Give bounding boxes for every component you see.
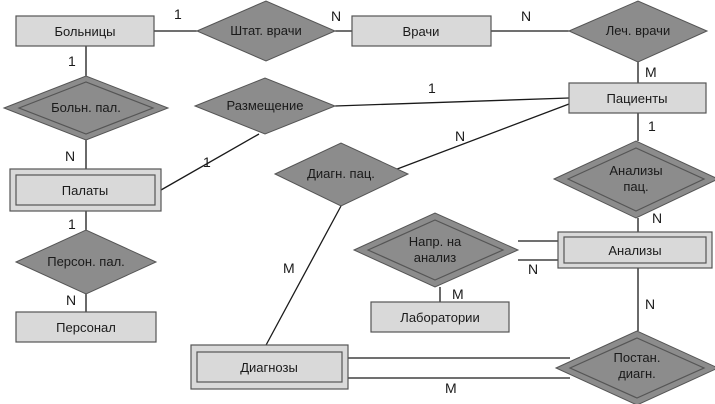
relationship-treating-doctors-label: Леч. врачи — [606, 23, 670, 38]
entity-hospitals-label: Больницы — [54, 24, 115, 39]
edge-patients-patdiag — [383, 103, 570, 175]
entity-patients: Пациенты — [568, 82, 707, 114]
relationship-analysis-referral-line1: Напр. на — [409, 234, 462, 249]
card-ref-anal: N — [528, 261, 538, 277]
entity-laboratories-label: Лаборатории — [400, 310, 479, 325]
entity-laboratories: Лаборатории — [370, 301, 510, 333]
entity-staff: Персонал — [15, 311, 157, 343]
relationship-treating-doctors: Леч. врачи — [567, 0, 709, 63]
relationship-placement-label: Размещение — [227, 98, 304, 113]
relationship-placement: Размещение — [193, 77, 337, 135]
card-diag-diagnoses: M — [283, 260, 295, 276]
entity-hospitals: Больницы — [15, 15, 155, 47]
card-treat-pat: M — [645, 64, 657, 80]
card-diag-pat: N — [455, 128, 465, 144]
relationship-diagnosis-setting-line2: диагн. — [618, 366, 656, 381]
entity-doctors-label: Врачи — [403, 24, 440, 39]
entity-diagnoses: Диагнозы — [190, 344, 349, 390]
relationship-patient-analyses: Анализы пац. — [552, 140, 715, 219]
edge-patdiag-diagnoses — [264, 205, 342, 348]
card-hosp-staffdoc: 1 — [174, 6, 182, 22]
entity-patients-label: Пациенты — [607, 91, 668, 106]
relationship-hospital-wards-label: Больн. пал. — [51, 100, 121, 115]
card-pers-staff: N — [66, 292, 76, 308]
relationship-staff-doctors: Штат. врачи — [195, 0, 337, 62]
card-place-pat: 1 — [428, 80, 436, 96]
relationship-patient-analyses-line1: Анализы — [609, 163, 662, 178]
relationship-patient-analyses-line2: пац. — [623, 179, 648, 194]
card-panal-anal: N — [652, 210, 662, 226]
card-pat-panal: 1 — [648, 118, 656, 134]
edge-placement-wards — [160, 133, 260, 191]
entity-analyses: Анализы — [557, 231, 713, 269]
relationship-analysis-referral-line2: анализ — [414, 250, 456, 265]
entity-analyses-label: Анализы — [608, 243, 661, 258]
relationship-patient-diagnosis-label: Диагн. пац. — [307, 166, 375, 181]
card-post-diagnoses: M — [445, 380, 457, 396]
relationship-hospital-wards: Больн. пал. — [2, 75, 170, 141]
card-place-wards: 1 — [203, 154, 211, 170]
card-ref-lab: M — [452, 286, 464, 302]
card-doc-treat: N — [521, 8, 531, 24]
relationship-diagnosis-setting: Постан. диагн. — [554, 330, 715, 404]
connections — [85, 30, 639, 379]
card-anal-post: N — [645, 296, 655, 312]
relationship-analysis-referral: Напр. на анализ — [352, 212, 520, 288]
relationship-staff-doctors-label: Штат. врачи — [230, 23, 302, 38]
cardinality-labels: 1 N N M 1 N 1 1 N M 1 N N M 1 N N M — [65, 6, 662, 396]
relationship-ward-staff: Персон. пал. — [14, 229, 158, 295]
card-hosp-hwards: 1 — [68, 53, 76, 69]
card-hwards-wards: N — [65, 148, 75, 164]
card-wards-pers: 1 — [68, 216, 76, 232]
entity-doctors: Врачи — [351, 15, 492, 47]
relationship-patient-diagnosis: Диагн. пац. — [273, 142, 410, 207]
entity-wards: Палаты — [9, 168, 162, 212]
entity-staff-label: Персонал — [56, 320, 116, 335]
entity-wards-label: Палаты — [62, 183, 108, 198]
edge-placement-patients — [334, 97, 570, 107]
relationship-diagnosis-setting-line1: Постан. — [614, 350, 661, 365]
entity-diagnoses-label: Диагнозы — [240, 360, 298, 375]
relationship-ward-staff-label: Персон. пал. — [47, 254, 125, 269]
card-staffdoc-doc: N — [331, 8, 341, 24]
